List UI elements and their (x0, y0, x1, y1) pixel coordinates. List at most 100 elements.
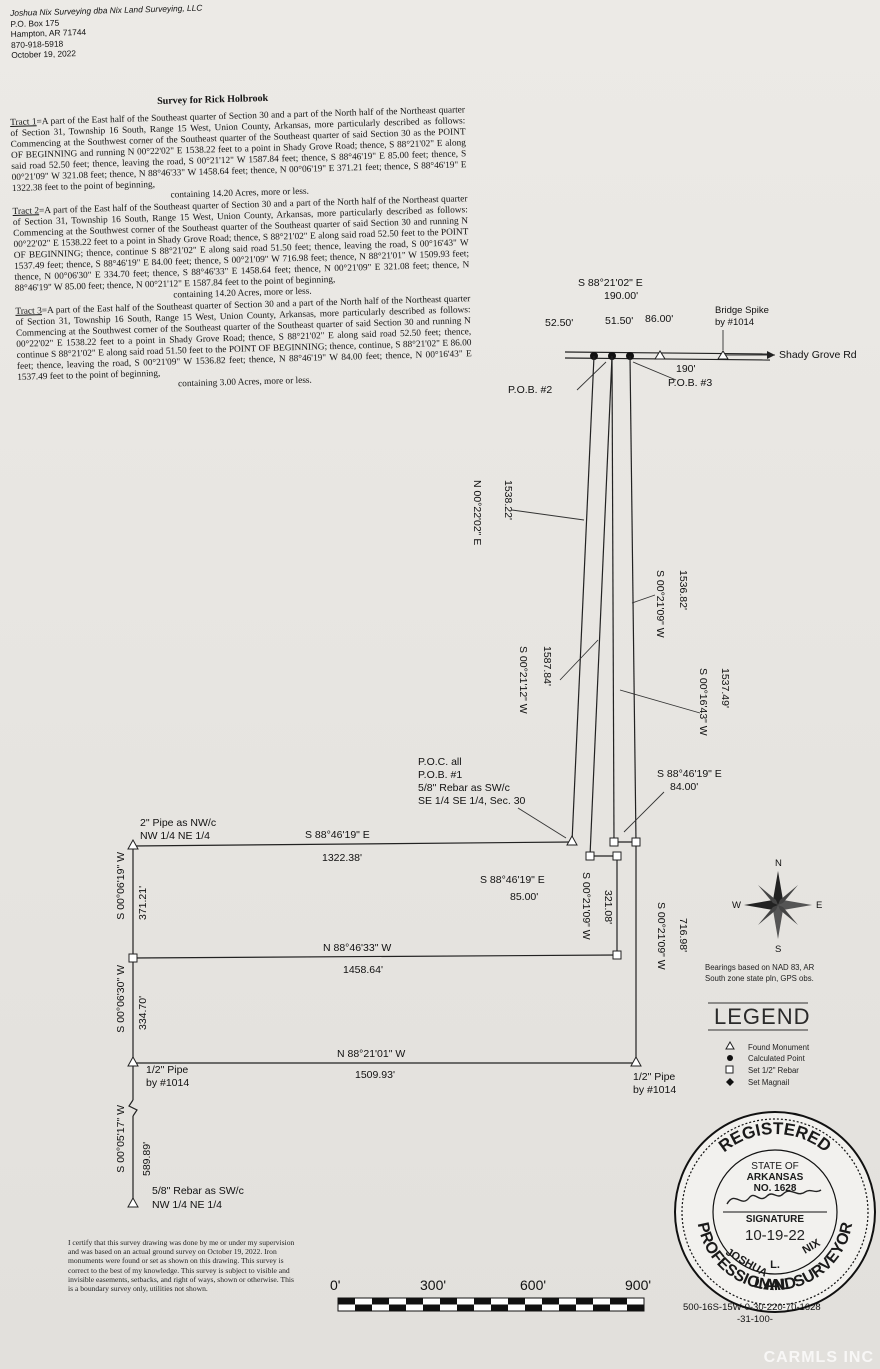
scale-bar-segment (610, 1298, 627, 1305)
jog-dist: 85.00' (510, 891, 538, 903)
surveyor-seal: REGISTERED PROFESSIONAL LAND SURVEYOR ST… (674, 1111, 876, 1313)
jog-side-dist: 321.08' (602, 890, 614, 924)
west-line-tract3 (611, 355, 615, 843)
shady-grove-road (564, 351, 775, 361)
scale-label-300: 300' (420, 1277, 446, 1293)
seg-2-dist: 51.50' (605, 315, 633, 327)
nw-pipe-aliquot: NW 1/4 NE 1/4 (140, 830, 210, 842)
south-dist: 1509.93' (355, 1069, 395, 1081)
pob-1-label: P.O.B. #1 (418, 769, 462, 781)
scale-label-900: 900' (625, 1277, 651, 1293)
found-monument-icon (717, 350, 729, 360)
middle-line (132, 954, 618, 959)
west-bot-dist: 334.70' (137, 996, 149, 1030)
scale-bar-segment (542, 1298, 559, 1305)
east-line-tract1 (589, 355, 613, 857)
scale-bar-segment (423, 1304, 440, 1311)
bearings-note-2: South zone state pln, GPS obs. (705, 974, 814, 983)
sw-pipe-by: by #1014 (146, 1077, 189, 1089)
north-dist: 1322.38' (322, 852, 362, 864)
set-rebar-icon (725, 1065, 734, 1074)
t3-east-bearing: S 00°21'09" W (654, 570, 666, 638)
poc-label: P.O.C. all (418, 756, 462, 768)
scale-bar-segment (593, 1304, 610, 1311)
tail-bearing: S 00°05'17" W (115, 1105, 127, 1173)
set-rebar-icon (631, 837, 641, 847)
set-rebar-icon (612, 950, 622, 960)
sw-pipe-label: 1/2" Pipe (146, 1064, 188, 1076)
west-line-dist: 1538.22' (502, 480, 514, 520)
scale-bar-segment (457, 1304, 474, 1311)
scale-bar-segment (627, 1304, 644, 1311)
set-magnail-icon (726, 1078, 734, 1086)
se-pipe-by: by #1014 (633, 1084, 676, 1096)
seal-signature-label: SIGNATURE (746, 1214, 804, 1225)
legend-item-rebar: Set 1/2" Rebar (748, 1066, 799, 1075)
seal-state-2: ARKANSAS (747, 1172, 804, 1183)
scale-bar-segment (355, 1304, 372, 1311)
seal-land: LAND (752, 1274, 798, 1294)
rebar-label: 5/8" Rebar as SW/c (152, 1185, 244, 1197)
mid-bearing: N 88°46'33" W (323, 942, 391, 954)
bearings-note-1: Bearings based on NAD 83, AR (705, 963, 815, 972)
seal-state: STATE OF (751, 1161, 798, 1172)
set-rebar-icon (128, 953, 138, 963)
t3-south-bearing: S 88°46'19" E (657, 768, 722, 780)
north-bearing: S 88°46'19" E (305, 829, 370, 841)
compass-s: S (775, 944, 781, 955)
seal-sig-date: 10-19-22 (745, 1227, 805, 1244)
west-top-bearing: S 00°06'19" W (115, 852, 127, 920)
north-line (132, 841, 573, 847)
t1-east-dist: 1587.84' (541, 646, 553, 686)
scale-bar-segment (372, 1298, 389, 1305)
nw-pipe-label: 2" Pipe as NW/c (140, 817, 216, 829)
scale-bar-segment (338, 1298, 355, 1305)
tail-dist: 589.89' (141, 1142, 153, 1176)
west-bot-bearing: S 00°06'30" W (115, 965, 127, 1033)
legend: LEGEND Found Monument Calculated Point S… (708, 1002, 810, 1087)
west-line-bearing: N 00°22'02" E (471, 480, 483, 545)
legend-item-calculated: Calculated Point (748, 1054, 806, 1063)
pob-3: P.O.B. #3 (668, 377, 712, 389)
compass-n: N (775, 858, 782, 869)
mid-dist: 1458.64' (343, 964, 383, 976)
rebar-aliquot: NW 1/4 NE 1/4 (152, 1199, 222, 1211)
t3-west-dist: 1537.49' (719, 668, 731, 708)
poc-rebar: 5/8" Rebar as SW/c (418, 782, 510, 794)
found-monument-icon (654, 350, 666, 360)
mls-watermark: CARMLS INC (763, 1349, 874, 1366)
east-bearing: S 00°21'09" W (655, 902, 667, 970)
found-monument-icon (127, 1055, 139, 1067)
signature-icon (726, 1189, 822, 1205)
legend-item-found: Found Monument (748, 1043, 810, 1052)
scale-bar-segment (491, 1304, 508, 1311)
scale-bar-segment (474, 1298, 491, 1305)
found-monument-icon (127, 1196, 139, 1208)
t1-east-bearing: S 00°21'12" W (517, 646, 529, 714)
t3-south-dist: 84.00' (670, 781, 698, 793)
scale-label-0: 0' (330, 1277, 340, 1293)
compass-e: E (816, 900, 822, 911)
scale-label-600: 600' (520, 1277, 546, 1293)
seal-license-no: NO. 1628 (754, 1183, 797, 1194)
scale-bar-segment (508, 1298, 525, 1305)
scale-bar-segment (576, 1298, 593, 1305)
t3-east-dist: 1536.82' (677, 570, 689, 610)
bridge-spike-by: by #1014 (715, 317, 754, 328)
set-rebar-icon (585, 851, 595, 861)
legend-title: LEGEND (714, 1004, 810, 1029)
set-rebar-icon (609, 837, 619, 847)
parcel-id: 500-16S-15W-0-30-220-70-1628 (683, 1302, 821, 1313)
found-monument-icon (725, 1040, 735, 1050)
scale-bar-segment (389, 1304, 406, 1311)
scale-bar-segment (440, 1298, 457, 1305)
compass-w: W (732, 900, 741, 911)
east-dist: 716.98' (677, 918, 689, 952)
se-pipe-label: 1/2" Pipe (633, 1071, 675, 1083)
found-monument-icon (630, 1055, 642, 1067)
legend-item-magnail: Set Magnail (748, 1078, 789, 1087)
east-line-tract3 (629, 355, 637, 843)
road-total-bearing: S 88°21'02" E (578, 277, 643, 289)
